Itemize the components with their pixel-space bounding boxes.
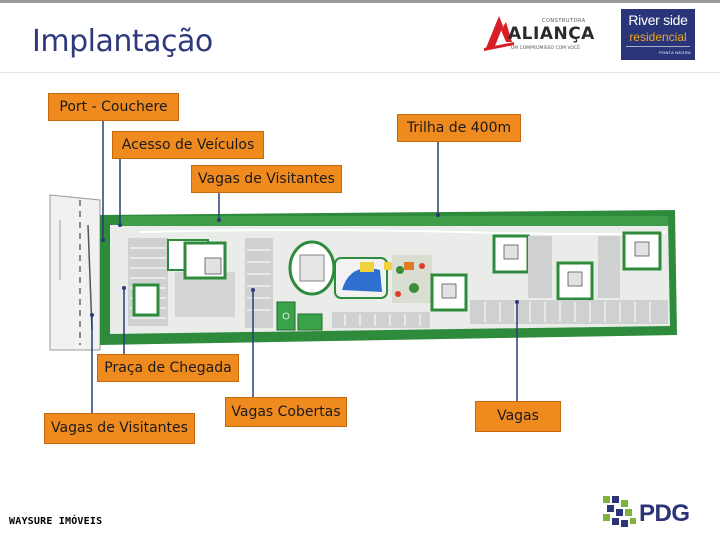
buildings-right [430, 231, 662, 312]
callout-praca-chegada: Praça de Chegada [97, 354, 239, 382]
sports-courts [276, 301, 323, 331]
callout-trilha: Trilha de 400m [397, 114, 521, 142]
alianca-name: ALIANÇA [508, 24, 595, 44]
callout-vagas: Vagas [475, 401, 561, 432]
footer-text: WAYSURE IMÓVEIS [9, 516, 103, 527]
callout-port-couchere: Port - Couchere [48, 93, 179, 121]
leader-lines [91, 120, 518, 414]
callout-acesso-veiculos: Acesso de Veículos [112, 131, 264, 159]
alianca-mark-icon [484, 16, 514, 51]
tree-belt [120, 216, 668, 235]
pdg-mark-icon [603, 496, 636, 527]
access-road [49, 194, 101, 351]
callout-vagas-visitantes-bottom: Vagas de Visitantes [44, 413, 195, 444]
callout-vagas-visitantes-top: Vagas de Visitantes [191, 165, 342, 193]
alianca-tagline: UM COMPROMISSO COM VOCÊ [511, 46, 580, 51]
pdg-logo: PDG [603, 496, 699, 532]
alianca-small-text: CONSTRUTORA [542, 18, 586, 24]
leisure-area [288, 240, 432, 303]
riverside-location: PONTA NEGRA [659, 50, 691, 55]
leader-dots [90, 213, 519, 317]
header-divider [0, 72, 720, 73]
page-title: Implantação [32, 24, 213, 59]
alianca-logo: CONSTRUTORA ALIANÇA UM COMPROMISSO COM V… [484, 12, 596, 56]
riverside-divider [626, 46, 690, 47]
riverside-subtitle: residencial [629, 30, 687, 44]
buildings-left [132, 241, 227, 317]
top-rule [0, 0, 720, 3]
callout-vagas-cobertas: Vagas Cobertas [225, 397, 347, 427]
parking-right [332, 236, 668, 328]
riverside-name: River side [628, 12, 688, 28]
pdg-name: PDG [639, 500, 690, 527]
riverside-logo: River side residencial PONTA NEGRA [621, 9, 695, 60]
